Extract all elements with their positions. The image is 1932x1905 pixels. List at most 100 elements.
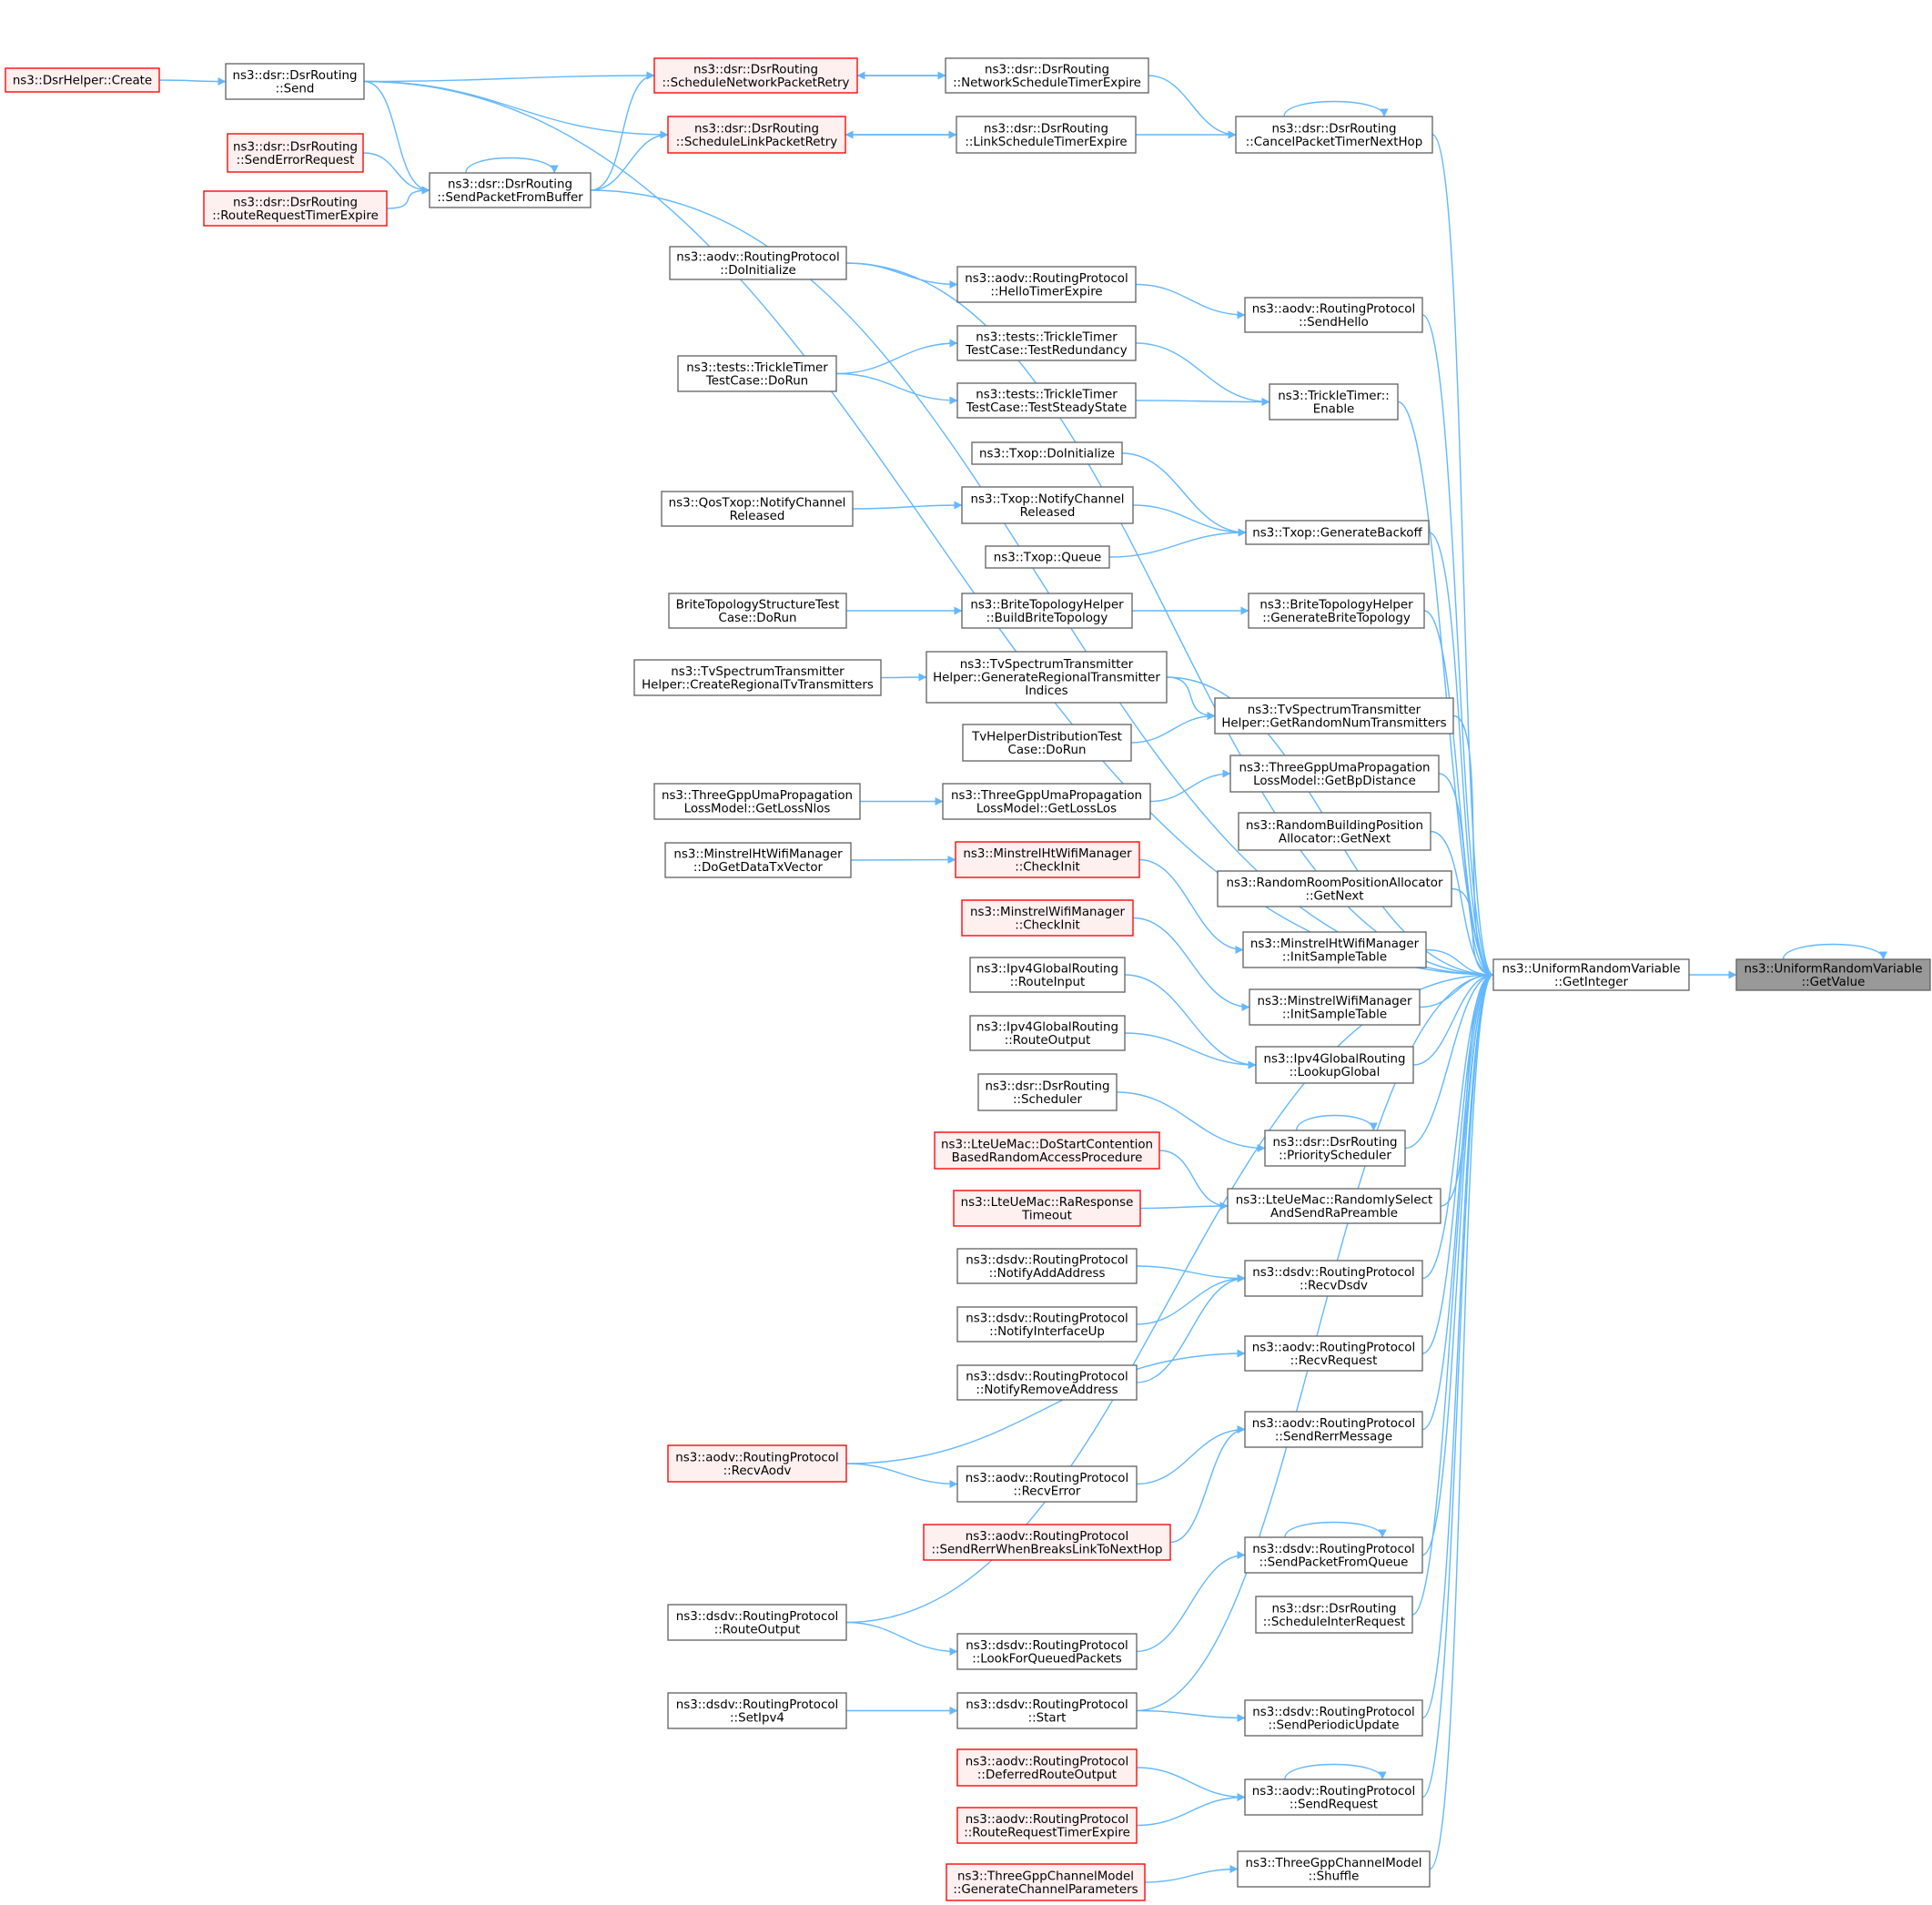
node-box[interactable] (1244, 1335, 1423, 1372)
node-box[interactable] (227, 133, 364, 173)
node-ltestartcont[interactable]: ns3::LteUeMac::DoStartContentionBasedRan… (934, 1131, 1160, 1170)
node-schedlink[interactable]: ns3::dsr::DsrRouting::ScheduleLinkPacket… (667, 116, 846, 154)
node-box[interactable] (1214, 697, 1454, 735)
node-rndroom[interactable]: ns3::RandomRoomPositionAllocator::GetNex… (1217, 870, 1452, 907)
node-txopdoinit[interactable]: ns3::Txop::DoInitialize (971, 441, 1123, 465)
node-rndbuilding[interactable]: ns3::RandomBuildingPositionAllocator::Ge… (1238, 812, 1431, 851)
node-dsdvstart[interactable]: ns3::dsdv::RoutingProtocol::Start (956, 1692, 1138, 1729)
node-getint[interactable]: ns3::UniformRandomVariable::GetInteger (1492, 958, 1690, 991)
node-aodvrerrbreak[interactable]: ns3::aodv::RoutingProtocol::SendRerrWhen… (923, 1524, 1171, 1561)
node-dsdvsetipv4[interactable]: ns3::dsdv::RoutingProtocol::SetIpv4 (667, 1692, 847, 1729)
node-box[interactable] (956, 1306, 1138, 1343)
node-box[interactable] (1235, 116, 1433, 154)
node-box[interactable] (653, 57, 858, 94)
node-aodvrecvreq[interactable]: ns3::aodv::RoutingProtocol::RecvRequest (1244, 1335, 1423, 1372)
node-box[interactable] (969, 957, 1126, 993)
node-umabp[interactable]: ns3::ThreeGppUmaPropagationLossModel::Ge… (1229, 755, 1440, 793)
node-box[interactable] (1244, 1778, 1423, 1816)
node-ipv4lookup[interactable]: ns3::Ipv4GlobalRouting::LookupGlobal (1255, 1046, 1414, 1084)
node-tgppshuffle[interactable]: ns3::ThreeGppChannelModel::Shuffle (1237, 1850, 1431, 1888)
node-box[interactable] (956, 1248, 1138, 1284)
node-box[interactable] (956, 1748, 1138, 1787)
node-box[interactable] (945, 57, 1149, 94)
node-box[interactable] (653, 783, 861, 820)
node-rreqexpire_dsr[interactable]: ns3::dsr::DsrRouting::RouteRequestTimerE… (203, 190, 388, 227)
node-tricklesteady[interactable]: ns3::tests::TrickleTimerTestCase::TestSt… (956, 382, 1137, 419)
node-aodvsendrerr[interactable]: ns3::aodv::RoutingProtocol::SendRerrMess… (1244, 1411, 1423, 1448)
node-root[interactable]: ns3::UniformRandomVariable::GetValue (1735, 958, 1931, 991)
node-box[interactable] (667, 116, 846, 154)
node-box[interactable] (1238, 812, 1431, 851)
node-box[interactable] (1255, 1596, 1413, 1634)
node-box[interactable] (956, 1807, 1138, 1844)
node-box[interactable] (1245, 520, 1430, 545)
node-box[interactable] (926, 651, 1168, 704)
node-box[interactable] (1248, 593, 1425, 629)
node-box[interactable] (956, 266, 1137, 303)
node-minit[interactable]: ns3::MinstrelWifiManager::InitSampleTabl… (1249, 988, 1421, 1026)
node-box[interactable] (956, 116, 1137, 154)
node-box[interactable] (667, 1444, 847, 1483)
node-dsrsinter[interactable]: ns3::dsr::DsrRouting::ScheduleInterReque… (1255, 1596, 1413, 1634)
node-box[interactable] (1244, 1260, 1423, 1297)
node-box[interactable] (669, 246, 847, 280)
node-schednet[interactable]: ns3::dsr::DsrRouting::ScheduleNetworkPac… (653, 57, 858, 94)
node-box[interactable] (225, 63, 365, 100)
node-cancelpkt[interactable]: ns3::dsr::DsrRouting::CancelPacketTimerN… (1235, 116, 1433, 154)
node-box[interactable] (1229, 755, 1440, 793)
node-box[interactable] (969, 1015, 1126, 1051)
node-box[interactable] (1264, 1130, 1406, 1167)
node-ipv4rout[interactable]: ns3::Ipv4GlobalRouting::RouteOutput (969, 1015, 1126, 1051)
node-box[interactable] (429, 172, 592, 208)
node-box[interactable] (942, 783, 1151, 820)
node-box[interactable] (677, 355, 837, 392)
node-box[interactable] (956, 382, 1137, 419)
node-tvrandnum[interactable]: ns3::TvSpectrumTransmitterHelper::GetRan… (1214, 697, 1454, 735)
node-box[interactable] (934, 1131, 1160, 1170)
node-box[interactable] (955, 841, 1140, 878)
node-dsrcreate[interactable]: ns3::DsrHelper::Create (5, 67, 160, 93)
node-box[interactable] (956, 325, 1137, 361)
node-aodvrecverr[interactable]: ns3::aodv::RoutingProtocol::RecvError (956, 1465, 1138, 1503)
node-senderrreq[interactable]: ns3::dsr::DsrRouting::SendErrorRequest (227, 133, 364, 173)
node-dsdvrecv[interactable]: ns3::dsdv::RoutingProtocol::RecvDsdv (1244, 1260, 1423, 1297)
node-trickleenable[interactable]: ns3::TrickleTimer::Enable (1269, 383, 1399, 421)
node-box[interactable] (977, 1073, 1118, 1111)
node-box[interactable] (956, 1633, 1138, 1670)
node-dsdvrouteout[interactable]: ns3::dsdv::RoutingProtocol::RouteOutput (667, 1604, 847, 1641)
node-linksched[interactable]: ns3::dsr::DsrRouting::LinkScheduleTimerE… (956, 116, 1137, 154)
node-dsdvsendq[interactable]: ns3::dsdv::RoutingProtocol::SendPacketFr… (1244, 1536, 1423, 1574)
node-box[interactable] (1735, 958, 1931, 991)
node-umanlos[interactable]: ns3::ThreeGppUmaPropagationLossModel::Ge… (653, 783, 861, 820)
node-tvcreate[interactable]: ns3::TvSpectrumTransmitterHelper::Create… (633, 659, 882, 696)
node-box[interactable] (633, 659, 882, 696)
node-umalos[interactable]: ns3::ThreeGppUmaPropagationLossModel::Ge… (942, 783, 1151, 820)
node-box[interactable] (664, 842, 852, 878)
node-box[interactable] (1217, 870, 1452, 907)
node-box[interactable] (923, 1524, 1171, 1561)
node-box[interactable] (667, 1692, 847, 1729)
node-box[interactable] (5, 67, 160, 93)
node-genbackoff[interactable]: ns3::Txop::GenerateBackoff (1245, 520, 1430, 545)
node-hellotimer[interactable]: ns3::aodv::RoutingProtocol::HelloTimerEx… (956, 266, 1137, 303)
node-trickleredund[interactable]: ns3::tests::TrickleTimerTestCase::TestRe… (956, 325, 1137, 361)
node-box[interactable] (971, 441, 1123, 465)
node-box[interactable] (946, 1863, 1146, 1901)
node-box[interactable] (667, 1604, 847, 1641)
node-sendhello[interactable]: ns3::aodv::RoutingProtocol::SendHello (1244, 297, 1423, 333)
node-dsrsend[interactable]: ns3::dsr::DsrRouting::Send (225, 63, 365, 100)
node-dsdvnotifyrem[interactable]: ns3::dsdv::RoutingProtocol::NotifyRemove… (956, 1364, 1138, 1401)
node-dsdvnotifyadd[interactable]: ns3::dsdv::RoutingProtocol::NotifyAddAdd… (956, 1248, 1138, 1284)
node-box[interactable] (1249, 988, 1421, 1026)
node-box[interactable] (956, 1364, 1138, 1401)
node-mcheck[interactable]: ns3::MinstrelWifiManager::CheckInit (961, 899, 1134, 937)
node-mhtcheck[interactable]: ns3::MinstrelHtWifiManager::CheckInit (955, 841, 1140, 878)
node-box[interactable] (1269, 383, 1399, 421)
node-britebuild[interactable]: ns3::BriteTopologyHelper::BuildBriteTopo… (961, 593, 1133, 629)
node-mhtdoget[interactable]: ns3::MinstrelHtWifiManager::DoGetDataTxV… (664, 842, 852, 878)
